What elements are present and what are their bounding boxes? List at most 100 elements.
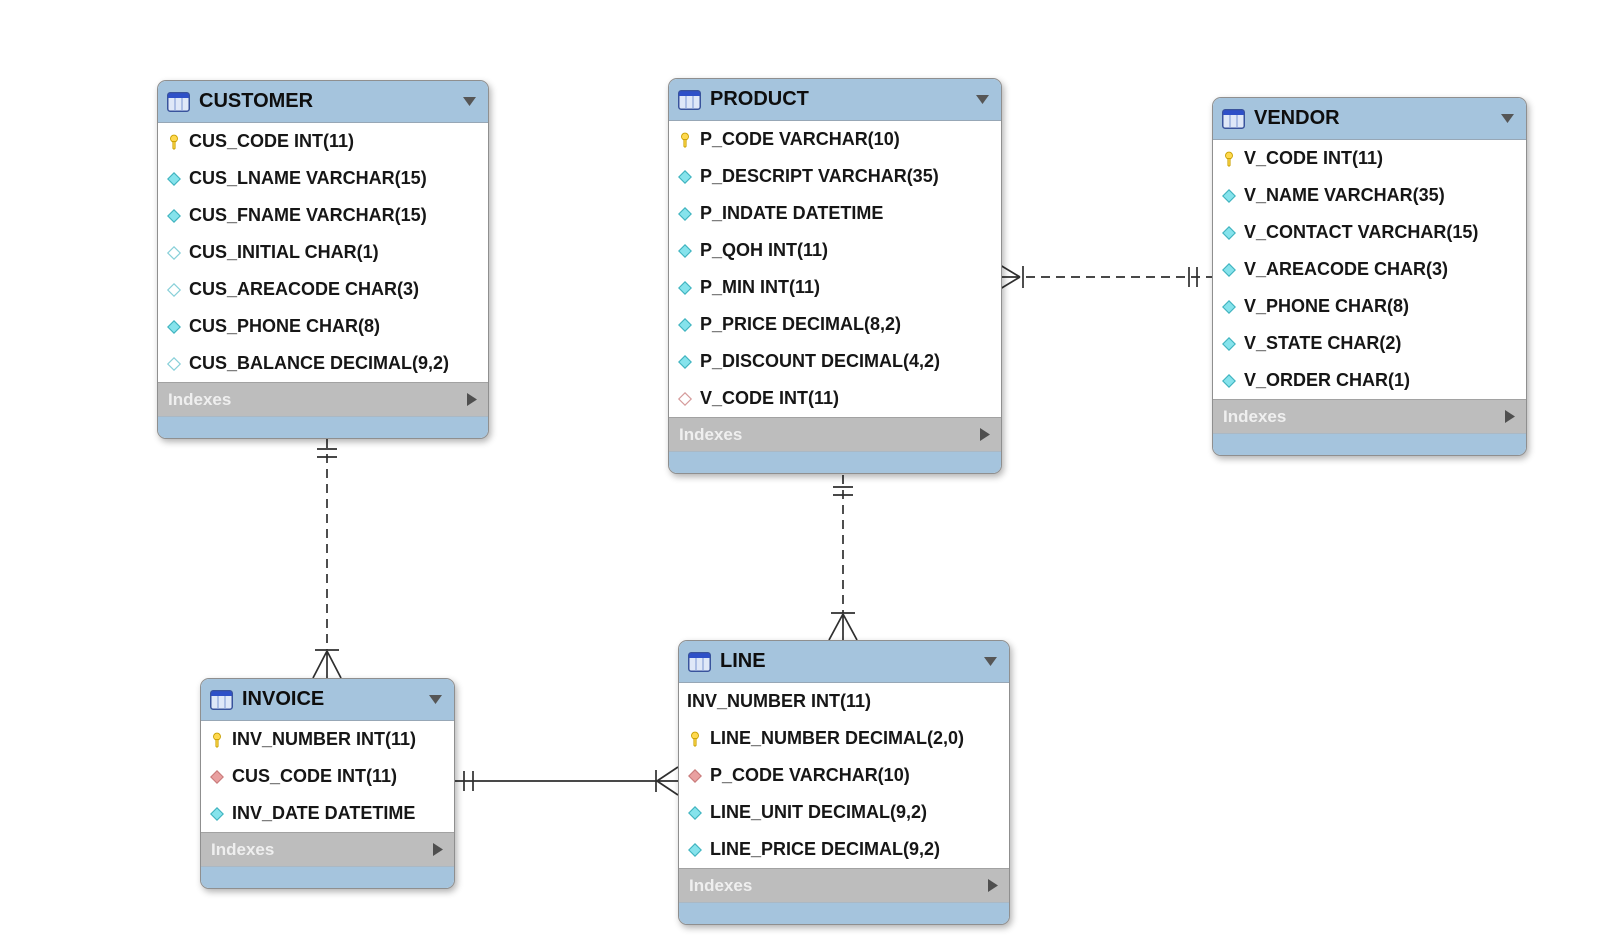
column-inv_number[interactable]: INV_NUMBER INT(11) — [201, 721, 454, 758]
column-label: V_AREACODE CHAR(3) — [1244, 259, 1449, 279]
column-p_qoh[interactable]: P_QOH INT(11) — [669, 232, 1001, 269]
column-inv_date[interactable]: INV_DATE DATETIME — [201, 795, 454, 832]
column-label: INV_DATE DATETIME — [232, 803, 416, 823]
table-line: LINE INV_NUMBER INT(11) LINE_NUMBER DECIM… — [678, 640, 1010, 925]
column-p_min[interactable]: P_MIN INT(11) — [669, 269, 1001, 306]
expand-arrow-icon[interactable] — [979, 427, 991, 442]
table-header[interactable]: CUSTOMER — [158, 81, 488, 123]
collapse-arrow-icon[interactable] — [983, 656, 998, 667]
column-cus_balance[interactable]: CUS_BALANCE DECIMAL(9,2) — [158, 345, 488, 382]
column-label: CUS_INITIAL CHAR(1) — [189, 242, 379, 262]
column-p_price[interactable]: P_PRICE DECIMAL(8,2) — [669, 306, 1001, 343]
table-bottom-strip — [669, 451, 1001, 473]
column-label: P_QOH INT(11) — [700, 240, 829, 260]
column-label: P_PRICE DECIMAL(8,2) — [700, 314, 902, 334]
indexes-footer[interactable]: Indexes — [201, 832, 454, 866]
column-cus_code[interactable]: CUS_CODE INT(11) — [158, 123, 488, 160]
table-icon — [167, 91, 190, 112]
column-label: V_NAME VARCHAR(35) — [1244, 185, 1445, 205]
column-line_price[interactable]: LINE_PRICE DECIMAL(9,2) — [679, 831, 1009, 868]
indexes-footer[interactable]: Indexes — [679, 868, 1009, 902]
column-cus_areacode[interactable]: CUS_AREACODE CHAR(3) — [158, 271, 488, 308]
column-label: CUS_AREACODE CHAR(3) — [189, 279, 420, 299]
column-label: LINE_NUMBER DECIMAL(2,0) — [710, 728, 965, 748]
table-header[interactable]: LINE — [679, 641, 1009, 683]
column-v_contact[interactable]: V_CONTACT VARCHAR(15) — [1213, 214, 1526, 251]
column-v_code[interactable]: V_CODE INT(11) — [669, 380, 1001, 417]
attr-filled-icon — [677, 317, 693, 333]
collapse-arrow-icon[interactable] — [462, 96, 477, 107]
attr-filled-icon — [1221, 188, 1237, 204]
column-v_code[interactable]: V_CODE INT(11) — [1213, 140, 1526, 177]
column-p_code[interactable]: P_CODE VARCHAR(10) — [669, 121, 1001, 158]
column-cus_lname[interactable]: CUS_LNAME VARCHAR(15) — [158, 160, 488, 197]
expand-arrow-icon[interactable] — [432, 842, 444, 857]
table-header[interactable]: PRODUCT — [669, 79, 1001, 121]
relationship-invoice-line[interactable] — [453, 766, 679, 796]
attr-filled-icon — [209, 806, 225, 822]
attr-filled-icon — [677, 169, 693, 185]
column-v_areacode[interactable]: V_AREACODE CHAR(3) — [1213, 251, 1526, 288]
attr-filled-icon — [1221, 225, 1237, 241]
fk-filled-icon — [209, 769, 225, 785]
indexes-label: Indexes — [689, 875, 753, 895]
key-icon — [677, 132, 693, 148]
attr-hollow-icon — [166, 245, 182, 261]
table-header[interactable]: VENDOR — [1213, 98, 1526, 140]
column-cus_code[interactable]: CUS_CODE INT(11) — [201, 758, 454, 795]
column-inv_number[interactable]: INV_NUMBER INT(11) — [679, 683, 1009, 720]
column-label: CUS_LNAME VARCHAR(15) — [189, 168, 427, 188]
attr-filled-icon — [166, 208, 182, 224]
indexes-footer[interactable]: Indexes — [669, 417, 1001, 451]
indexes-label: Indexes — [211, 839, 275, 859]
table-product: PRODUCT P_CODE VARCHAR(10) P_DESCRIPT VAR… — [668, 78, 1002, 474]
relationship-vendor-product[interactable] — [999, 264, 1212, 290]
collapse-arrow-icon[interactable] — [975, 94, 990, 105]
collapse-arrow-icon[interactable] — [1500, 113, 1515, 124]
table-title: VENDOR — [1254, 107, 1340, 129]
column-v_name[interactable]: V_NAME VARCHAR(35) — [1213, 177, 1526, 214]
column-label: INV_NUMBER INT(11) — [687, 691, 872, 711]
column-p_code[interactable]: P_CODE VARCHAR(10) — [679, 757, 1009, 794]
column-p_indate[interactable]: P_INDATE DATETIME — [669, 195, 1001, 232]
expand-arrow-icon[interactable] — [1504, 409, 1516, 424]
column-label: V_ORDER CHAR(1) — [1244, 370, 1411, 390]
fk-hollow-icon — [677, 391, 693, 407]
column-p_discount[interactable]: P_DISCOUNT DECIMAL(4,2) — [669, 343, 1001, 380]
attr-filled-icon — [687, 842, 703, 858]
relationship-product-line[interactable] — [828, 475, 858, 641]
column-label: V_CONTACT VARCHAR(15) — [1244, 222, 1479, 242]
expand-arrow-icon[interactable] — [987, 878, 999, 893]
column-line_number[interactable]: LINE_NUMBER DECIMAL(2,0) — [679, 720, 1009, 757]
collapse-arrow-icon[interactable] — [428, 694, 443, 705]
table-vendor: VENDOR V_CODE INT(11) V_NAME VARCHAR(35) V… — [1212, 97, 1527, 456]
column-label: P_CODE VARCHAR(10) — [700, 129, 900, 149]
attr-filled-icon — [677, 280, 693, 296]
table-invoice: INVOICE INV_NUMBER INT(11)CUS_CODE INT(1… — [200, 678, 455, 889]
column-cus_fname[interactable]: CUS_FNAME VARCHAR(15) — [158, 197, 488, 234]
indexes-footer[interactable]: Indexes — [158, 382, 488, 416]
table-title: PRODUCT — [710, 88, 809, 110]
attr-filled-icon — [1221, 262, 1237, 278]
column-label: CUS_PHONE CHAR(8) — [189, 316, 381, 336]
relationship-customer-invoice[interactable] — [312, 439, 342, 679]
attr-filled-icon — [1221, 373, 1237, 389]
column-v_phone[interactable]: V_PHONE CHAR(8) — [1213, 288, 1526, 325]
column-label: CUS_FNAME VARCHAR(15) — [189, 205, 427, 225]
indexes-footer[interactable]: Indexes — [1213, 399, 1526, 433]
column-v_order[interactable]: V_ORDER CHAR(1) — [1213, 362, 1526, 399]
attr-hollow-icon — [166, 356, 182, 372]
attr-filled-icon — [166, 319, 182, 335]
column-cus_initial[interactable]: CUS_INITIAL CHAR(1) — [158, 234, 488, 271]
table-title: LINE — [720, 650, 766, 672]
fk-filled-icon — [687, 768, 703, 784]
attr-filled-icon — [677, 243, 693, 259]
table-header[interactable]: INVOICE — [201, 679, 454, 721]
column-line_unit[interactable]: LINE_UNIT DECIMAL(9,2) — [679, 794, 1009, 831]
column-v_state[interactable]: V_STATE CHAR(2) — [1213, 325, 1526, 362]
expand-arrow-icon[interactable] — [466, 392, 478, 407]
column-cus_phone[interactable]: CUS_PHONE CHAR(8) — [158, 308, 488, 345]
column-label: LINE_UNIT DECIMAL(9,2) — [710, 802, 928, 822]
table-customer: CUSTOMER CUS_CODE INT(11) CUS_LNAME VARCH… — [157, 80, 489, 439]
column-p_descript[interactable]: P_DESCRIPT VARCHAR(35) — [669, 158, 1001, 195]
